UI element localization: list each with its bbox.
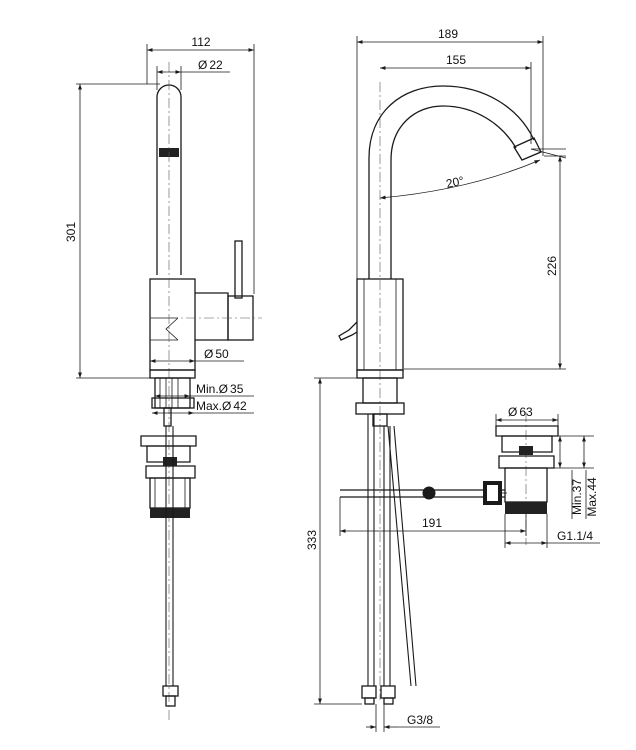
side-hose-right: [383, 426, 391, 686]
hose-nut-a: [361, 685, 377, 699]
dim-angle-arc: [379, 159, 541, 200]
front-hose-connector: [163, 407, 172, 427]
dim-side-width: 189: [438, 27, 458, 41]
lever-housing: [195, 292, 229, 341]
front-base-ring: [149, 369, 196, 379]
waste-thread: [150, 508, 190, 518]
dim-waste-thread: G1.1/4: [557, 529, 593, 543]
dim-rod-length: 191: [422, 516, 442, 530]
side-view: [338, 82, 542, 705]
dim-front-width: 112: [191, 35, 210, 49]
waste-body: [149, 477, 191, 509]
dim-waste-min: Min.37: [570, 479, 584, 515]
waste-detail: [340, 412, 559, 545]
waste-flange: [140, 435, 197, 447]
dim-front-height: 301: [64, 222, 78, 242]
dim-reach: 155: [446, 53, 466, 67]
front-hoses: [165, 426, 174, 686]
front-fixing-plate: [151, 397, 195, 409]
dim-angle: 20°: [445, 173, 466, 191]
side-lever: [338, 321, 358, 341]
dim-spout-height: 226: [545, 256, 559, 276]
waste-plug-mark: [163, 457, 177, 466]
hose-nut-b: [380, 685, 396, 699]
gooseneck-inner: [390, 105, 517, 279]
dim-hose-thread: G3/8: [407, 713, 433, 727]
side-hose-left: [367, 414, 375, 686]
detail-waste-thread: [505, 502, 547, 514]
side-dimensions: 189 155 20° 226 333 G3/8: [305, 27, 567, 732]
spout-tip: [513, 137, 542, 161]
dim-below-deck: 333: [305, 530, 319, 550]
rod-joint: [422, 486, 436, 500]
detail-waste-flange: [495, 425, 559, 437]
front-view: [140, 62, 262, 720]
gooseneck-outer: [368, 85, 535, 279]
front-body: [149, 278, 196, 371]
hose-nut-left: [162, 685, 179, 697]
front-body-detail: [150, 317, 179, 341]
front-handle: [234, 240, 243, 299]
side-hose-diagonal: [387, 425, 417, 687]
dim-waste-max: Max.44: [585, 477, 599, 517]
